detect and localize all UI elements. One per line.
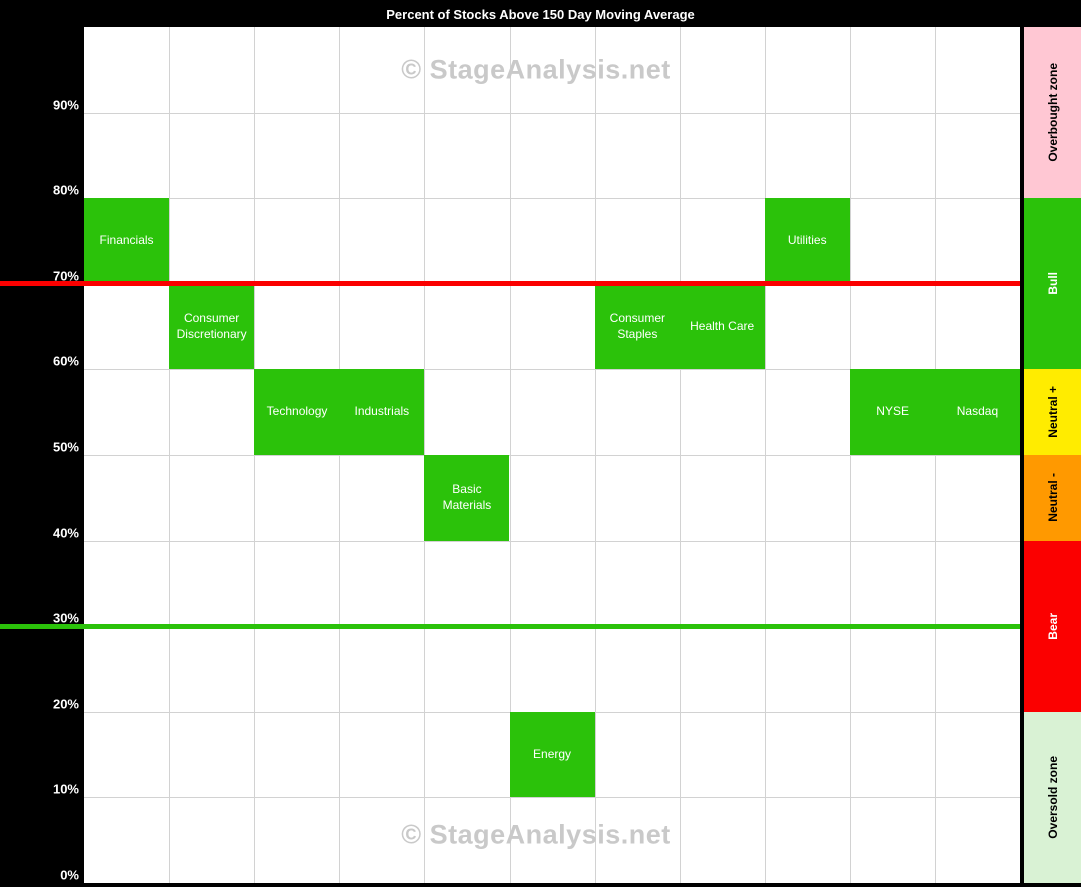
zone-band: Neutral + bbox=[1024, 369, 1081, 455]
sector-box: NYSE bbox=[849, 369, 936, 455]
y-axis-label: 90% bbox=[52, 97, 79, 113]
sector-box-label: Consumer Discretionary bbox=[176, 311, 247, 341]
h-gridline bbox=[84, 540, 1020, 542]
zone-label: Overbought zone bbox=[1045, 63, 1060, 162]
y-axis-label: 50% bbox=[52, 439, 79, 455]
h-gridline bbox=[84, 797, 1020, 799]
v-gridline bbox=[679, 27, 681, 883]
v-gridline bbox=[849, 27, 851, 883]
threshold-line-green bbox=[0, 623, 1020, 629]
y-axis-label: 10% bbox=[52, 781, 79, 797]
y-axis-label: 0% bbox=[60, 867, 79, 883]
zone-label: Neutral - bbox=[1045, 473, 1060, 523]
h-gridline bbox=[84, 369, 1020, 371]
sector-box: Industrials bbox=[339, 369, 425, 455]
h-gridline bbox=[84, 198, 1020, 200]
zone-label: Oversold zone bbox=[1045, 756, 1060, 839]
zone-band: Bull bbox=[1024, 198, 1081, 370]
chart-title: Percent of Stocks Above 150 Day Moving A… bbox=[386, 7, 695, 22]
sector-box: Nasdaq bbox=[934, 369, 1020, 455]
sector-box-label: Nasdaq bbox=[956, 404, 999, 419]
h-gridline bbox=[84, 112, 1020, 114]
sector-box-label: Health Care bbox=[690, 318, 755, 333]
zone-band: Overbought zone bbox=[1024, 27, 1081, 199]
v-gridline bbox=[934, 27, 936, 883]
sector-box: Consumer Discretionary bbox=[169, 283, 255, 370]
zone-label: Bull bbox=[1045, 272, 1060, 296]
v-gridline bbox=[339, 27, 341, 883]
v-gridline bbox=[594, 27, 596, 883]
zone-band: Bear bbox=[1024, 540, 1081, 712]
zone-label: Bear bbox=[1045, 612, 1060, 640]
sector-box-label: Basic Materials bbox=[442, 482, 492, 512]
sector-box-label: Technology bbox=[266, 404, 328, 419]
sector-box: Utilities bbox=[764, 198, 850, 284]
sector-box: Health Care bbox=[679, 283, 765, 370]
v-gridline bbox=[509, 27, 511, 883]
sector-box-label: Industrials bbox=[354, 404, 410, 419]
sector-box-label: Energy bbox=[533, 746, 572, 761]
y-axis-label: 40% bbox=[52, 525, 79, 541]
y-axis-label: 60% bbox=[52, 353, 79, 369]
watermark-bottom: © StageAnalysis.net bbox=[401, 819, 671, 850]
y-axis-label: 20% bbox=[52, 696, 79, 712]
v-gridline bbox=[169, 27, 171, 883]
watermark-top: © StageAnalysis.net bbox=[401, 54, 671, 85]
v-gridline bbox=[254, 27, 256, 883]
h-gridline bbox=[84, 455, 1020, 456]
threshold-line-red bbox=[0, 281, 1020, 287]
y-axis-label: 80% bbox=[52, 182, 79, 198]
zone-band: Oversold zone bbox=[1024, 711, 1081, 883]
sector-box-label: NYSE bbox=[876, 404, 909, 419]
y-axis-label: 70% bbox=[52, 268, 79, 284]
y-axis-label: 30% bbox=[52, 610, 79, 626]
sector-box-label: Financials bbox=[99, 233, 154, 248]
sector-box: Energy bbox=[509, 711, 595, 798]
sector-box: Technology bbox=[254, 369, 340, 455]
v-gridline bbox=[764, 27, 766, 883]
sector-box: Consumer Staples bbox=[594, 283, 681, 370]
sector-box: Financials bbox=[84, 198, 170, 284]
zone-band: Neutral - bbox=[1024, 455, 1081, 541]
zone-label: Neutral + bbox=[1045, 386, 1060, 439]
sector-box: Basic Materials bbox=[424, 455, 510, 541]
sector-box-label: Utilities bbox=[787, 233, 827, 248]
sector-box-label: Consumer Staples bbox=[609, 311, 666, 341]
